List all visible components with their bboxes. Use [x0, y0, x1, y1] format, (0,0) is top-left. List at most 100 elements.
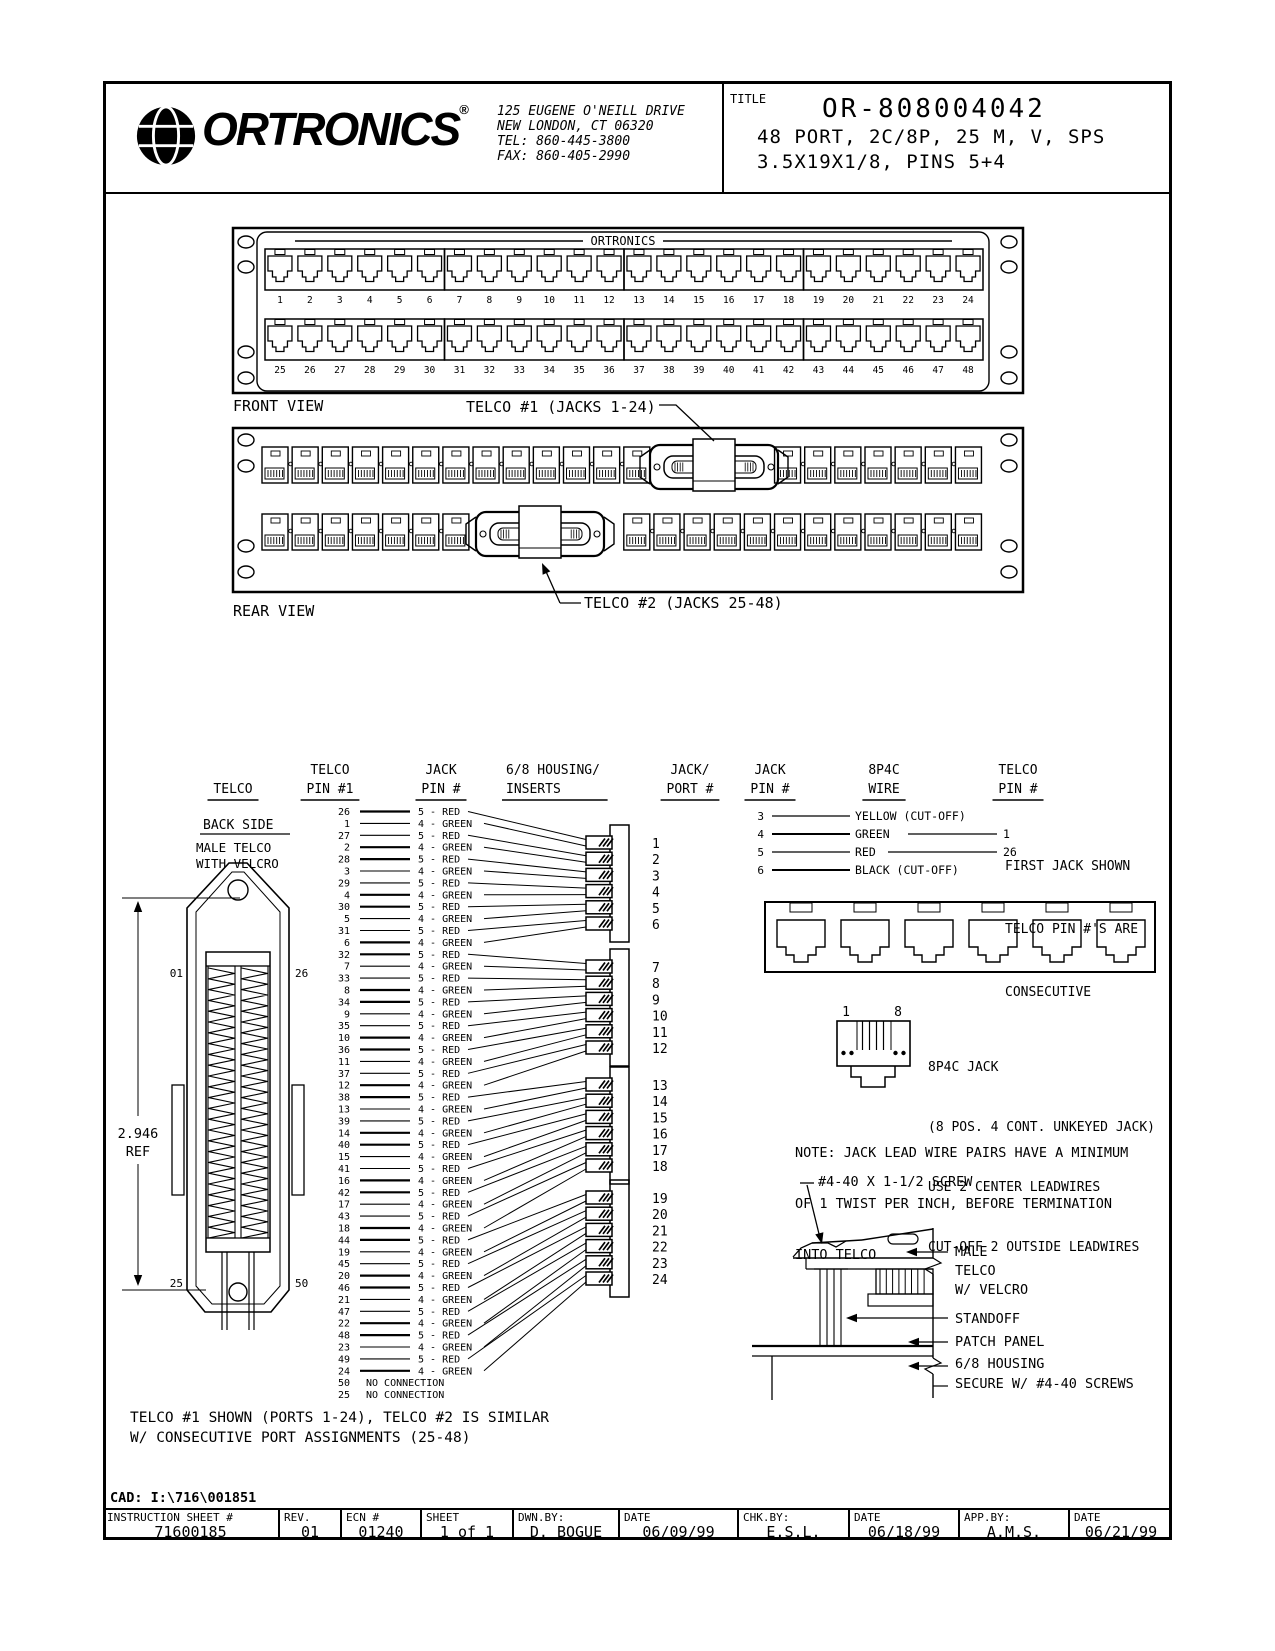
svg-text:6: 6 — [757, 864, 764, 877]
cell-value: 06/21/99 — [1084, 1523, 1158, 1540]
cell-label: DATE — [624, 1511, 651, 1524]
svg-text:5 - RED: 5 - RED — [418, 1331, 460, 1342]
svg-text:23: 23 — [338, 1343, 350, 1354]
svg-text:6/8 HOUSING/: 6/8 HOUSING/ — [506, 763, 600, 778]
title-block-cell: DWN.BY:D. BOGUE — [512, 1510, 618, 1540]
title-line-3: 3.5X19X1/8, PINS 5+4 — [757, 151, 1006, 173]
svg-text:4 - GREEN: 4 - GREEN — [418, 1105, 472, 1116]
cell-label: DATE — [854, 1511, 881, 1524]
jack-description-line: CUT-OFF 2 OUTSIDE LEADWIRES — [928, 1240, 1140, 1255]
svg-text:4: 4 — [367, 295, 373, 306]
svg-text:17: 17 — [338, 1200, 350, 1211]
svg-text:4: 4 — [652, 886, 660, 901]
svg-text:4 - GREEN: 4 - GREEN — [418, 1247, 472, 1258]
standoff-label: STANDOFF — [955, 1311, 1021, 1327]
cell-value: 71600185 — [154, 1523, 227, 1540]
first-jack-note-line: FIRST JACK SHOWN — [1005, 859, 1131, 874]
svg-text:26: 26 — [338, 807, 350, 818]
svg-text:31: 31 — [338, 926, 350, 937]
svg-text:16: 16 — [338, 1176, 350, 1187]
svg-text:JACK/: JACK/ — [670, 763, 709, 778]
svg-text:43: 43 — [338, 1212, 350, 1223]
svg-text:NO CONNECTION: NO CONNECTION — [366, 1390, 444, 1401]
cell-label: APP.BY: — [964, 1511, 1011, 1524]
svg-text:16: 16 — [652, 1128, 668, 1143]
svg-text:33: 33 — [338, 974, 350, 985]
bottom-note-line1: TELCO #1 SHOWN (PORTS 1-24), TELCO #2 IS… — [130, 1410, 550, 1426]
svg-text:4 - GREEN: 4 - GREEN — [418, 962, 472, 973]
title-line-2: 48 PORT, 2C/8P, 25 M, V, SPS — [757, 126, 1106, 148]
svg-text:4 - GREEN: 4 - GREEN — [418, 1009, 472, 1020]
svg-text:46: 46 — [338, 1283, 350, 1294]
svg-text:39: 39 — [338, 1116, 350, 1127]
svg-text:5 - RED: 5 - RED — [418, 831, 460, 842]
svg-text:4 - GREEN: 4 - GREEN — [418, 1319, 472, 1330]
svg-text:INSERTS: INSERTS — [506, 782, 561, 797]
svg-text:14: 14 — [338, 1128, 350, 1139]
telco-label: TELCO — [955, 1263, 996, 1279]
svg-text:6: 6 — [652, 918, 660, 933]
svg-text:39: 39 — [693, 365, 705, 376]
svg-text:4 - GREEN: 4 - GREEN — [418, 1176, 472, 1187]
svg-text:17: 17 — [652, 1144, 668, 1159]
svg-text:MALE TELCO: MALE TELCO — [196, 840, 271, 855]
svg-text:5 - RED: 5 - RED — [418, 855, 460, 866]
telco2-callout: TELCO #2 (JACKS 25-48) — [584, 594, 783, 612]
svg-text:7: 7 — [652, 961, 660, 976]
svg-text:50: 50 — [338, 1378, 350, 1389]
svg-text:PIN #: PIN # — [998, 782, 1037, 797]
svg-text:47: 47 — [338, 1307, 350, 1318]
svg-text:13: 13 — [652, 1079, 668, 1094]
svg-text:37: 37 — [633, 365, 644, 376]
svg-text:BLACK (CUT-OFF): BLACK (CUT-OFF) — [855, 863, 959, 877]
svg-text:5 - RED: 5 - RED — [418, 1164, 460, 1175]
svg-text:36: 36 — [603, 365, 615, 376]
svg-text:45: 45 — [338, 1259, 350, 1270]
svg-text:5 - RED: 5 - RED — [418, 1140, 460, 1151]
svg-text:5 - RED: 5 - RED — [418, 807, 460, 818]
svg-text:41: 41 — [338, 1164, 350, 1175]
screw-callout: #4-40 X 1-1/2 SCREW — [818, 1174, 973, 1190]
svg-text:2: 2 — [652, 853, 660, 868]
title-block-cell: REV.01 — [278, 1510, 340, 1540]
cell-label: DWN.BY: — [518, 1511, 565, 1524]
cell-label: DATE — [1074, 1511, 1101, 1524]
cell-label: INSTRUCTION SHEET # — [107, 1511, 233, 1524]
svg-text:3: 3 — [337, 295, 343, 306]
svg-text:12: 12 — [603, 295, 614, 306]
svg-text:30: 30 — [424, 365, 436, 376]
svg-text:19: 19 — [813, 295, 825, 306]
twist-note-line: INTO TELCO — [795, 1247, 877, 1263]
svg-text:9: 9 — [652, 993, 660, 1008]
svg-text:TELCO: TELCO — [213, 782, 252, 797]
svg-text:4 - GREEN: 4 - GREEN — [418, 1081, 472, 1092]
svg-text:11: 11 — [652, 1026, 668, 1041]
svg-text:28: 28 — [364, 365, 376, 376]
svg-text:25: 25 — [170, 1277, 183, 1290]
velcro-label: W/ VELCRO — [955, 1282, 1029, 1298]
svg-text:4 - GREEN: 4 - GREEN — [418, 867, 472, 878]
housing-label: 6/8 HOUSING — [955, 1356, 1045, 1372]
svg-text:4 - GREEN: 4 - GREEN — [418, 1152, 472, 1163]
svg-text:24: 24 — [652, 1273, 668, 1288]
svg-text:44: 44 — [843, 365, 855, 376]
svg-text:RED: RED — [855, 845, 876, 859]
svg-text:4: 4 — [757, 828, 764, 841]
twist-note-line: OF 1 TWIST PER INCH, BEFORE TERMINATION — [795, 1196, 1112, 1212]
cell-value: 01240 — [358, 1523, 404, 1540]
svg-text:47: 47 — [932, 365, 943, 376]
svg-text:6: 6 — [344, 938, 350, 949]
svg-text:4 - GREEN: 4 - GREEN — [418, 938, 472, 949]
svg-text:5 - RED: 5 - RED — [418, 1354, 460, 1365]
svg-text:22: 22 — [652, 1241, 668, 1256]
svg-text:PORT #: PORT # — [667, 782, 714, 797]
svg-text:ORTRONICS: ORTRONICS — [590, 234, 655, 248]
svg-text:35: 35 — [573, 365, 584, 376]
cell-value: 1 of 1 — [439, 1523, 495, 1540]
svg-text:18: 18 — [652, 1160, 668, 1175]
first-jack-note-line: TELCO PIN #'S ARE — [1005, 922, 1139, 937]
cell-value: 01 — [300, 1523, 320, 1540]
svg-text:7: 7 — [457, 295, 463, 306]
